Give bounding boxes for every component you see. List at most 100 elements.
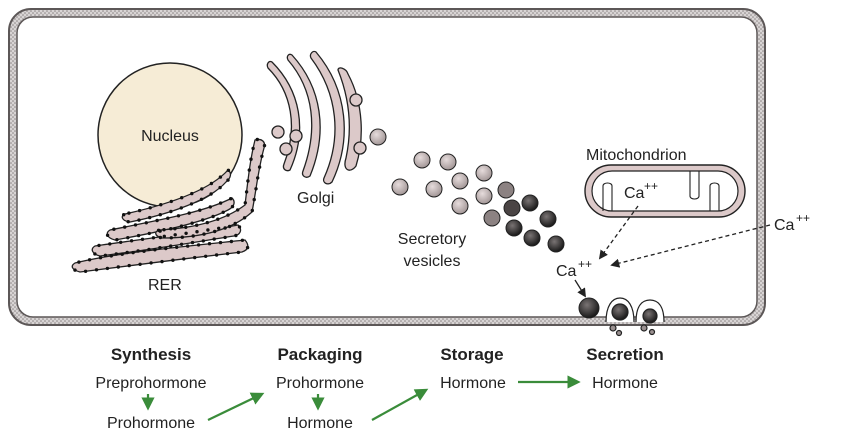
secretory-vesicles-label-line1: Secretory: [398, 231, 466, 248]
ribosome-dot: [249, 157, 253, 161]
ribosome-dot: [184, 231, 188, 235]
ribosome-dot: [245, 245, 250, 250]
ribosome-dot: [251, 146, 255, 151]
ribosome-dot: [173, 233, 177, 237]
ribosome-dot: [166, 216, 170, 220]
ribosome-dot: [155, 218, 159, 223]
ribosome-dot: [218, 185, 222, 190]
ribosome-dot: [190, 191, 194, 196]
ribosome-dot: [115, 238, 119, 242]
ribosome-dot: [133, 223, 138, 227]
ribosome-dot: [180, 196, 184, 200]
ribosome-dot: [179, 242, 184, 246]
nucleus: Nucleus: [97, 62, 243, 208]
ribosome-dot: [126, 220, 130, 224]
ribosome-dot: [246, 179, 250, 183]
ribosome-dot: [216, 217, 220, 221]
ribosome-dot: [205, 220, 209, 225]
ribosome-dot: [229, 239, 234, 244]
ribosome-dot: [201, 218, 205, 222]
ribosome-dot: [171, 258, 175, 262]
ribosome-dot: [127, 263, 131, 268]
ribosome-dot: [108, 242, 112, 246]
ribosome-dot: [137, 218, 141, 222]
ribosome-dot: [144, 221, 148, 225]
ribosome-dot: [184, 225, 188, 229]
stage-title-packaging: Packaging: [277, 345, 362, 364]
ribosome-dot: [212, 237, 216, 241]
ribosome-dot: [254, 187, 258, 191]
mitochondrion-label: Mitochondrion: [586, 147, 687, 164]
ribosome-dot: [196, 243, 201, 247]
ribosome-dot: [195, 223, 199, 227]
ribosome-dot: [240, 238, 245, 242]
ribosome-dot: [201, 239, 205, 243]
ribosome-dot: [179, 224, 184, 228]
ribosome-dot: [208, 205, 212, 209]
ribosome-dot: [217, 226, 221, 230]
stage-packaging: Packaging Prohormone Hormone: [276, 345, 364, 432]
ribosome-dot: [243, 201, 247, 205]
ribosome-dot: [148, 215, 152, 220]
ribosome-dot: [190, 240, 195, 245]
ribosome-dot: [218, 201, 223, 205]
ribosome-dot: [260, 154, 264, 158]
ribosome-dot: [169, 244, 173, 248]
ribosome-dot: [179, 206, 183, 210]
calcium-charge-cytosolic: ++: [578, 257, 592, 271]
ribosome-dot: [255, 137, 259, 142]
calcium-label-mito: Ca: [624, 185, 645, 202]
stage-storage: Storage Hormone: [440, 345, 506, 392]
ribosome-dot: [173, 227, 177, 231]
ribosome-dot: [160, 259, 164, 264]
ribosome-dot: [176, 214, 181, 218]
stage-title-secretion: Secretion: [586, 345, 663, 364]
ribosome-dot: [83, 269, 88, 273]
ribosome-dot: [198, 208, 202, 212]
ribosome-dot: [169, 236, 173, 240]
synthesis-item-bottom: Prohormone: [107, 415, 195, 432]
rer-label: RER: [148, 277, 182, 294]
golgi-label: Golgi: [297, 190, 334, 207]
ribosome-dot: [195, 230, 199, 234]
ribosome-dot: [123, 225, 127, 229]
ribosome-dot: [237, 225, 242, 229]
ribosome-dot: [93, 252, 97, 256]
packaging-item-bottom: Hormone: [287, 415, 353, 432]
ribosome-dot: [247, 168, 251, 172]
ribosome-dot: [151, 236, 156, 240]
ribosome-dot: [190, 221, 194, 225]
ribosome-dot: [103, 253, 108, 257]
nucleus-label: Nucleus: [141, 128, 199, 145]
ribosome-dot: [119, 240, 123, 244]
ribosome-dot: [225, 252, 230, 256]
ribosome-dot: [158, 213, 162, 217]
storage-item-top: Hormone: [440, 375, 506, 392]
calcium-charge-mito: ++: [644, 179, 658, 193]
arrow-packaging-to-storage: [371, 388, 429, 421]
ribosome-dot: [186, 244, 190, 248]
ribosome-dot: [236, 208, 240, 212]
ribosome-dot: [234, 233, 238, 238]
ribosome-dot: [262, 143, 267, 148]
ribosome-dot: [223, 235, 227, 240]
ribosome-dot: [204, 254, 208, 258]
ribosome-dot: [206, 228, 210, 232]
ribosome-dot: [109, 254, 114, 258]
secretory-vesicles: [369, 128, 600, 319]
ribosome-dot: [252, 197, 256, 202]
ribosome-dot: [147, 231, 151, 236]
calcium-label-cytosolic: Ca: [556, 263, 577, 280]
ribosome-dot: [138, 262, 142, 266]
ribosome-dot: [199, 197, 204, 201]
ribosome-dot: [202, 232, 206, 236]
rer-ribosomes: [73, 137, 267, 273]
ribosome-dot: [233, 221, 237, 226]
calcium-label-extracellular: Ca: [774, 217, 795, 234]
ribosome-dot: [226, 168, 231, 172]
ribosome-dot: [77, 260, 81, 264]
ribosome-dot: [227, 224, 232, 229]
ribosome-dot: [221, 210, 225, 214]
ribosome-dot: [189, 202, 194, 206]
